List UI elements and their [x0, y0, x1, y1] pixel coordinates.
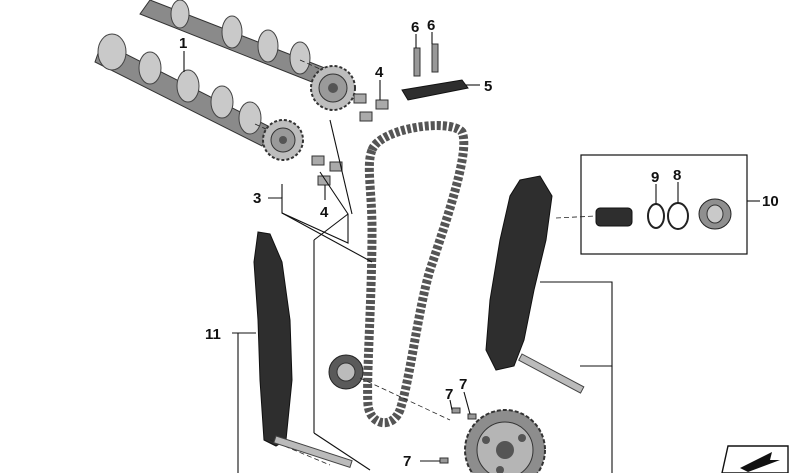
callout-9: 9	[651, 169, 659, 186]
callout-3: 3	[253, 190, 261, 207]
tensioner-detail-box	[555, 154, 748, 255]
timing-chain	[363, 121, 469, 428]
bolts-upper	[353, 93, 389, 122]
lower-sprocket	[262, 119, 304, 161]
chain-guide-bracket	[401, 43, 469, 101]
callout-labels: 1 3 4 4 5 6 6 7 7 7 8 9 10 11	[179, 17, 779, 470]
pins	[439, 407, 477, 464]
callout-11: 11	[205, 326, 221, 343]
callout-6-right: 6	[427, 17, 435, 34]
callout-5: 5	[484, 78, 492, 95]
callout-7-b: 7	[459, 376, 467, 393]
crank-sprocket	[464, 409, 546, 473]
callout-1: 1	[179, 35, 187, 52]
upper-sprocket	[310, 65, 356, 111]
lower-camshaft	[94, 33, 291, 147]
callout-7-a: 7	[445, 386, 453, 403]
callout-4-lower: 4	[320, 204, 329, 221]
upper-camshaft	[139, 0, 341, 87]
bolts-lower	[311, 155, 343, 186]
left-chain-guide	[253, 231, 353, 469]
callout-7-c: 7	[403, 453, 411, 470]
leader-lines	[183, 32, 760, 473]
tensioner-rail	[485, 175, 585, 394]
callout-4-upper: 4	[375, 64, 384, 81]
callout-8: 8	[673, 167, 681, 184]
arrow-flag-icon	[721, 445, 789, 473]
callout-10: 10	[762, 193, 779, 210]
idler-roller	[328, 354, 451, 421]
callout-6-left: 6	[411, 19, 419, 36]
